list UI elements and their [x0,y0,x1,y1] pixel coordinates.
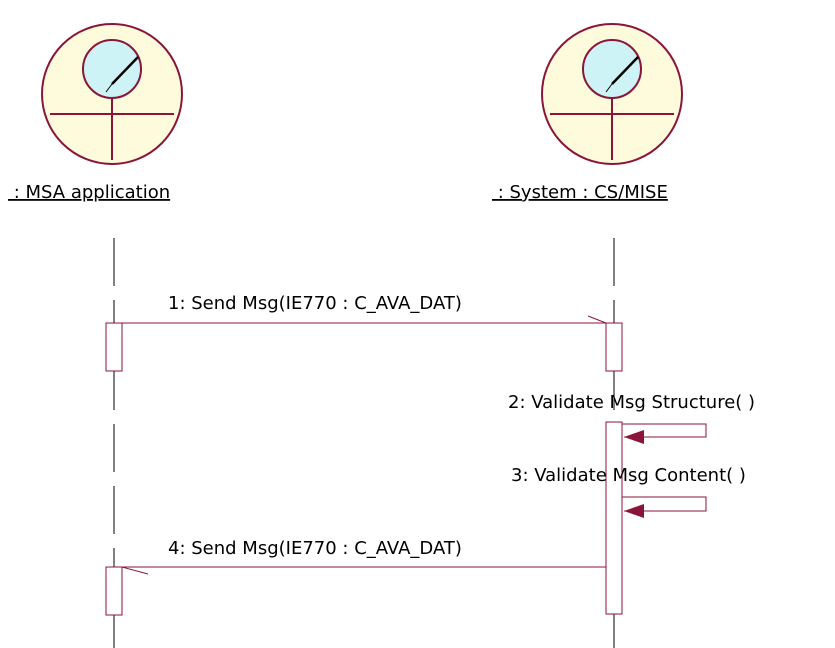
actor-label-system-cs-mise: : System : CS/MISE [492,182,668,203]
message-1-label: 1: Send Msg(IE770 : C_AVA_DAT) [168,293,462,314]
actor-msa-application: : MSA application [8,23,183,203]
message-1: 1: Send Msg(IE770 : C_AVA_DAT) [122,293,607,324]
arrowhead-icon [624,430,644,444]
actor-target-icon [41,23,183,165]
message-3-label: 3: Validate Msg Content( ) [511,465,746,486]
actor-label-msa-application: : MSA application [8,182,170,203]
message-4: 4: Send Msg(IE770 : C_AVA_DAT) [121,538,606,575]
message-4-label: 4: Send Msg(IE770 : C_AVA_DAT) [168,538,462,559]
actor-target-icon [541,23,683,165]
activation-box-msa-1 [105,322,123,372]
activation-box-msa-2 [105,566,123,616]
message-2-label: 2: Validate Msg Structure( ) [508,392,755,413]
actor-system-cs-mise: : System : CS/MISE [492,23,683,203]
message-2: 2: Validate Msg Structure( ) [508,392,755,444]
activation-box-cs-2 [605,421,623,615]
activation-box-cs-1 [605,322,623,372]
message-3: 3: Validate Msg Content( ) [511,465,746,518]
arrowhead-icon [624,504,644,518]
